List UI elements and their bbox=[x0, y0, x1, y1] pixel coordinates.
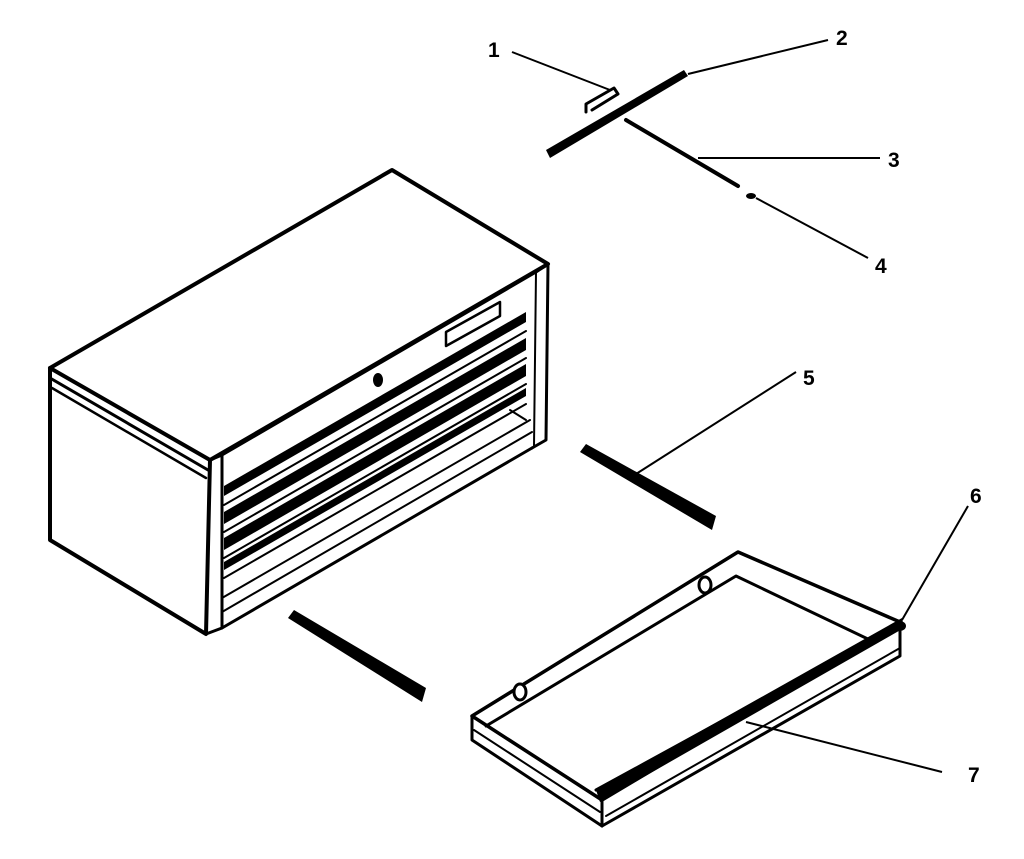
drawer-slide-left bbox=[288, 610, 426, 702]
callout-4: 4 bbox=[875, 255, 887, 278]
callout-6: 6 bbox=[970, 485, 982, 508]
callout-5: 5 bbox=[803, 367, 815, 390]
callout-2: 2 bbox=[836, 27, 848, 50]
callout-7: 7 bbox=[968, 764, 980, 787]
drawer-fronts bbox=[223, 312, 527, 579]
lock-assembly bbox=[546, 70, 756, 199]
drawer-slide-right bbox=[580, 444, 716, 530]
tool-chest-body bbox=[48, 168, 550, 636]
drawer-tray bbox=[470, 550, 906, 828]
callout-3: 3 bbox=[888, 149, 900, 172]
callout-1: 1 bbox=[488, 39, 500, 62]
leader-lines bbox=[511, 39, 969, 773]
